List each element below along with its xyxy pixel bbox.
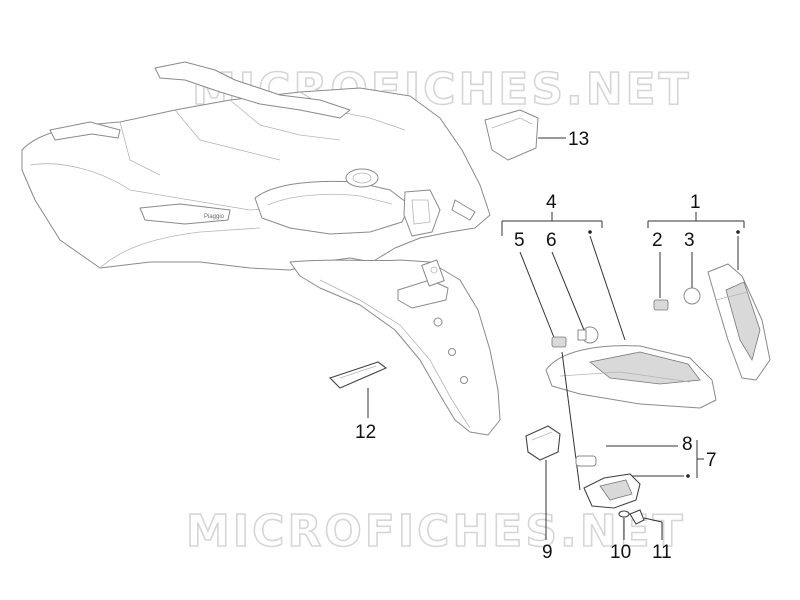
callout-1: 1 (690, 192, 701, 213)
license-plate-mudguard (289, 259, 501, 436)
callout-9: 9 (542, 542, 553, 563)
part-8-bulb (575, 455, 597, 467)
callout-2: 2 (652, 230, 663, 251)
callout-5: 5 (514, 230, 525, 251)
part-11-screw (629, 509, 645, 525)
callout-4: 4 (546, 192, 557, 213)
callout-12: 12 (355, 422, 376, 443)
part-5-bulb-holder (551, 336, 567, 348)
rear-body-cover: Piaggio (21, 61, 491, 271)
callout-7: 7 (706, 450, 717, 471)
part-13-cover-cap (484, 109, 539, 161)
part-10-washer (618, 510, 630, 518)
panel-badge-text: Piaggio (204, 214, 225, 220)
part-6-bulb (577, 326, 599, 344)
callout-8: 8 (682, 434, 693, 455)
part-3-bulb (683, 287, 701, 305)
callout-6: 6 (546, 230, 557, 251)
license-plate-light (583, 473, 641, 509)
taillight-lens (545, 345, 717, 409)
callout-11: 11 (652, 542, 672, 563)
callout-3: 3 (684, 230, 695, 251)
part-9-connector (525, 425, 561, 461)
turn-indicator-lens (707, 263, 771, 381)
callout-10: 10 (610, 542, 631, 563)
callout-13: 13 (568, 129, 589, 150)
part-2-bulb-holder (653, 299, 669, 311)
watermark-bottom: MICROFICHES.NET (186, 506, 686, 557)
part-12-reflector (328, 361, 388, 389)
